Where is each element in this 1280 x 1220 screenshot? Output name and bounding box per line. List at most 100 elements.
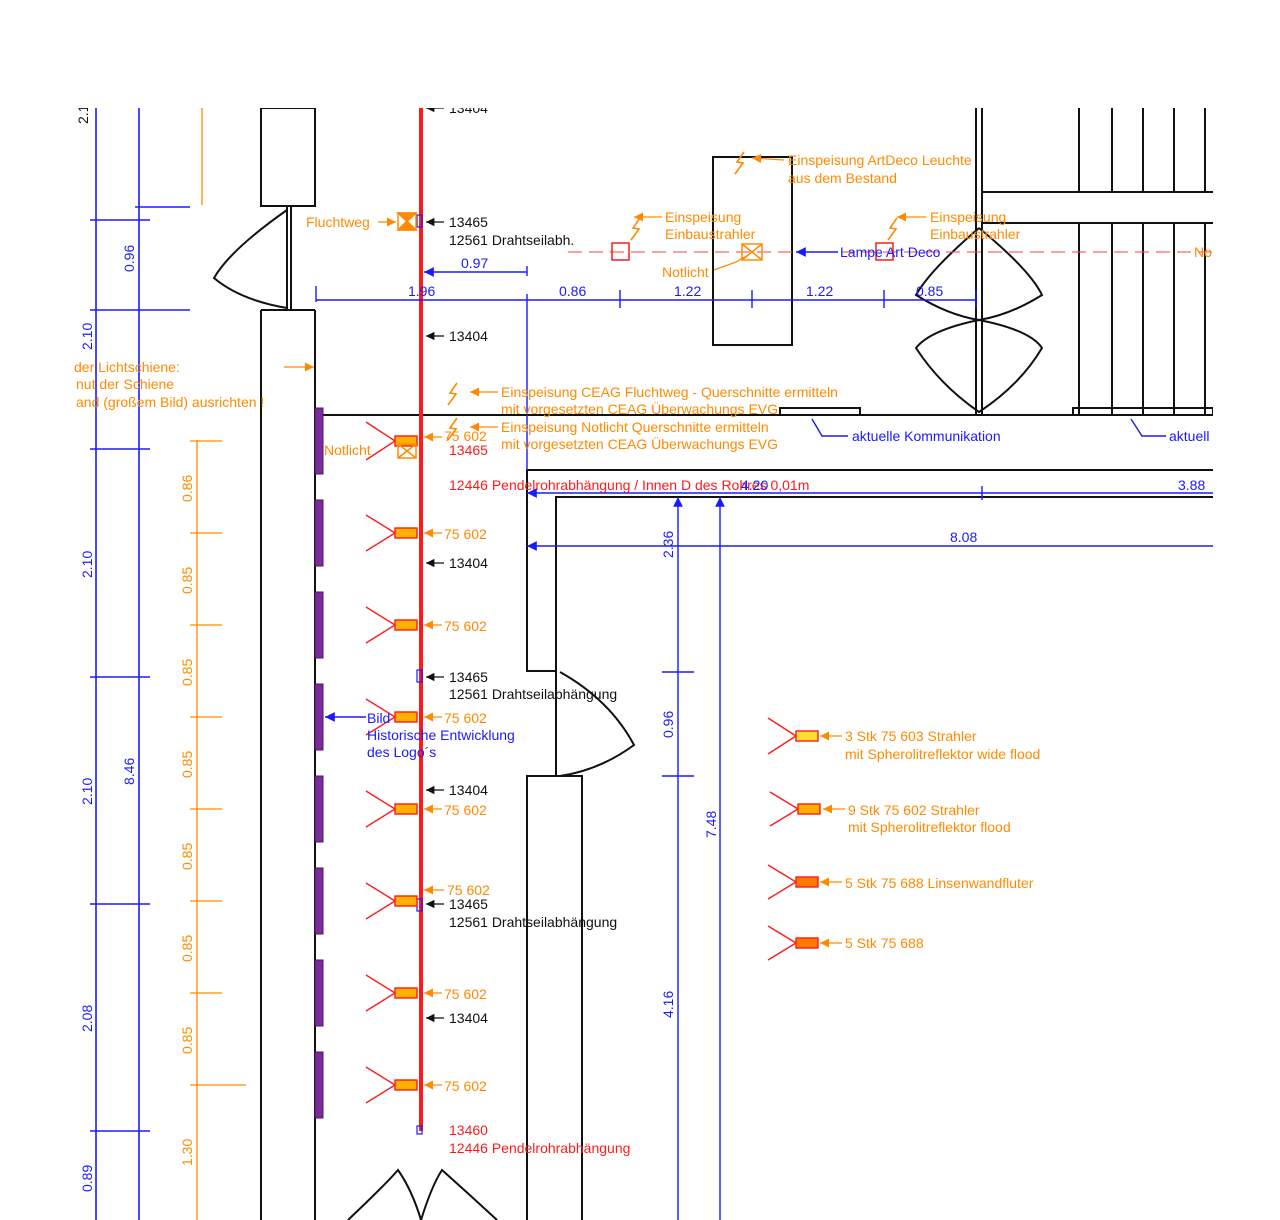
label-einbau-right-2: Einbaustrahler (930, 226, 1021, 242)
label-13465-red: 13465 (449, 442, 488, 458)
legend-3: 5 Stk 75 688 Linsenwandfluter (845, 875, 1034, 891)
orange-leaders (284, 154, 926, 1090)
label-einbau-right-1: Einspeisung (930, 209, 1006, 225)
feed-artdeco-icon (734, 151, 745, 175)
feed-einbau-right-icon (887, 217, 898, 241)
dim-085-o3: 0.85 (179, 751, 195, 778)
legend-4: 5 Stk 75 688 (845, 935, 924, 951)
einbaustrahler-right-icon (875, 242, 894, 261)
feed-notlicht-icon (447, 417, 458, 441)
label-12561-a: 12561 Drahtseilabh. (449, 232, 574, 248)
fixture-4 (365, 698, 418, 736)
blue-leaders (325, 247, 1166, 722)
label-75602-2: 75 602 (444, 526, 487, 542)
label-12561-b: 12561 Drahtseilabhängung (449, 686, 617, 702)
fluchtweg-symbol-icon (396, 212, 418, 231)
dim-085-o6: 0.85 (179, 1027, 195, 1054)
einbau-symbols (611, 242, 894, 261)
fixture-7 (365, 974, 418, 1012)
feed-einbau-left-icon (630, 217, 641, 241)
label-ceag-fluchtweg-1: Einspeisung CEAG Fluchtweg - Querschnitt… (501, 384, 838, 400)
label-bild-2: Historische Entwicklung (367, 727, 515, 743)
label-ceag-notlicht-2: mit vorgesetzten CEAG Überwachungs EVG (501, 435, 778, 452)
red-labels: 13465 12446 Pendelrohrabhängung / Innen … (449, 442, 809, 1156)
legend-2b: mit Spherolitreflektor flood (848, 819, 1011, 835)
label-13465-b: 13465 (449, 669, 488, 685)
label-13404-b: 13404 (449, 328, 488, 344)
left-dimension-chain (90, 108, 190, 1220)
label-artdeco-2: aus dem Bestand (788, 170, 897, 186)
label-12561-c: 12561 Drahtseilabhängung (449, 914, 617, 930)
legend-2a: 9 Stk 75 602 Strahler (848, 802, 980, 818)
label-notlicht-top: Notlicht (662, 264, 709, 280)
orange-dimension-chain (190, 108, 246, 1220)
dim-085-o2: 0.85 (179, 659, 195, 686)
label-13404-c: 13404 (449, 555, 488, 571)
fixture-2 (365, 514, 418, 552)
dim-096-left: 0.96 (121, 245, 137, 272)
dim-236: 2.36 (660, 531, 676, 558)
dim-420: 4.20 (741, 477, 768, 493)
dim-210-a: 2.10 (79, 323, 95, 350)
label-fluchtweg: Fluchtweg (306, 214, 370, 230)
light-rail (416, 108, 423, 1135)
label-75602-5: 75 602 (444, 802, 487, 818)
label-artdeco-1: Einspeisung ArtDeco Leuchte (788, 152, 972, 168)
label-aktuelle-kommunikation: aktuelle Kommunikation (852, 428, 1001, 444)
label-lichtschiene-1: der Lichtschiene: (74, 359, 180, 375)
legend-fixture-75688-icon (767, 864, 819, 900)
dim-208: 2.08 (79, 1005, 95, 1032)
dim-210-b: 2.10 (79, 551, 95, 578)
dim-210-c: 2.10 (79, 778, 95, 805)
dim-130: 1.30 (179, 1139, 195, 1166)
label-75602-1: 75 602 (444, 428, 487, 444)
notlicht-top-symbol-icon (741, 243, 763, 261)
orange-labels: Fluchtweg Notlicht Notlicht Einspeisung … (74, 152, 1212, 1094)
label-notlicht-left: Notlicht (324, 442, 371, 458)
dim-122-b: 1.22 (806, 283, 833, 299)
rail-fixtures (365, 421, 418, 1104)
dim-122-a: 1.22 (674, 283, 701, 299)
dim-808: 8.08 (950, 529, 977, 545)
label-13404-d: 13404 (449, 782, 488, 798)
dim-097: 0.97 (461, 255, 488, 271)
label-13465-c: 13465 (449, 896, 488, 912)
notlicht-symbol-icon (397, 443, 417, 459)
dim-089: 0.89 (79, 1165, 95, 1192)
label-einbau-left-2: Einbaustrahler (665, 226, 756, 242)
label-75602-4: 75 602 (444, 710, 487, 726)
label-75602-6: 75 602 (447, 882, 490, 898)
label-einbau-left-1: Einspeisung (665, 209, 741, 225)
label-12446: 12446 Pendelrohrabhängung (449, 1140, 630, 1156)
emergency-symbols (396, 212, 763, 459)
dim-846: 8.46 (121, 758, 137, 785)
dim-085-o1: 0.85 (179, 567, 195, 594)
label-75602-8: 75 602 (444, 1078, 487, 1094)
label-13404-top: 13404 (449, 100, 488, 116)
dim-085-o5: 0.85 (179, 935, 195, 962)
legend-fixture-75603-icon (767, 717, 819, 755)
legend-fixtures (767, 717, 821, 961)
legend-1a: 3 Stk 75 603 Strahler (845, 728, 977, 744)
label-75602-3: 75 602 (444, 618, 487, 634)
label-no-cut: No (1194, 244, 1212, 260)
fixture-6 (365, 882, 418, 920)
label-lampe-art-deco: Lampe Art Deco (840, 244, 941, 260)
label-ceag-fluchtweg-2: mit vorgesetzten CEAG Überwachungs EVG (501, 400, 778, 417)
top-dimension-line (315, 266, 1213, 1220)
black-leaders (426, 108, 444, 1023)
label-aktuell-cut: aktuell (1169, 428, 1209, 444)
black-labels: 13404 13465 12561 Drahtseilabh. 13404 13… (75, 100, 617, 1026)
fixture-3 (365, 606, 418, 644)
label-bild-1: Bild (367, 710, 390, 726)
feed-ceag-icon (447, 382, 458, 406)
dim-388: 3.88 (1178, 477, 1205, 493)
label-13404-e: 13404 (449, 1010, 488, 1026)
fixture-1 (365, 421, 418, 461)
dim-085-o4: 0.85 (179, 843, 195, 870)
legend-fixture-75688b-icon (767, 925, 819, 961)
walls (212, 108, 1213, 1220)
dim-085-top: 0.85 (916, 283, 943, 299)
fixture-8 (365, 1066, 418, 1104)
